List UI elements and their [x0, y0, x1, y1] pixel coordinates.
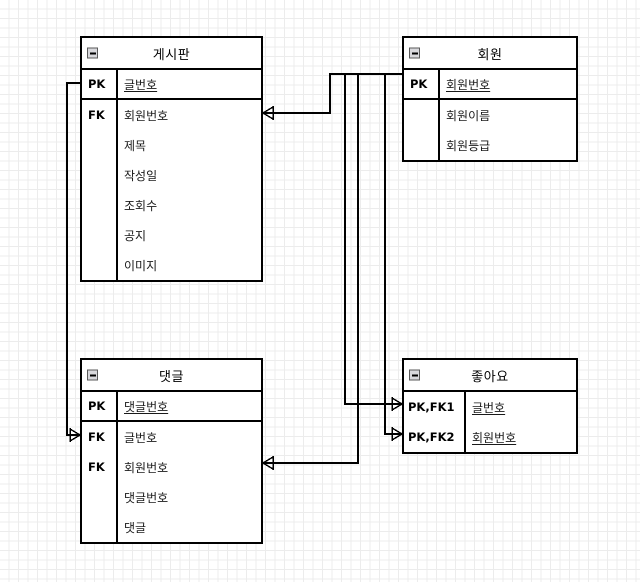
entity-board-title: 게시판 — [152, 47, 191, 63]
attribute-name: 회원이름 — [446, 108, 491, 123]
crowsfoot-member-like — [391, 427, 403, 441]
attribute-row[interactable]: PK,FK1 글번호 — [404, 392, 576, 422]
attribute-key: PK — [88, 77, 106, 91]
entity-member[interactable]: 회원 PK 회원번호 회원이름 회원등급 — [402, 36, 578, 162]
minus-box-icon[interactable] — [87, 369, 98, 381]
minus-box-icon[interactable] — [409, 47, 420, 59]
entity-like[interactable]: 좋아요 PK,FK1 글번호 PK,FK2 회원번호 — [402, 358, 578, 454]
entity-board[interactable]: 게시판 PK 글번호 FK 회원번호 제목 작성일 조회수 — [80, 36, 263, 282]
minus-box-icon[interactable] — [409, 369, 420, 381]
key-column-divider — [116, 70, 118, 280]
attribute-row[interactable]: 댓글번호 — [82, 482, 261, 512]
minus-box-icon[interactable] — [87, 47, 98, 59]
attribute-row[interactable]: 제목 — [82, 130, 261, 160]
entity-comment-title: 댓글 — [159, 369, 184, 385]
entity-comment-body: PK 댓글번호 FK 글번호 FK 회원번호 댓글번호 댓글 — [82, 392, 261, 542]
attribute-row[interactable]: 이미지 — [82, 250, 261, 280]
attribute-name: 이미지 — [124, 258, 158, 273]
attribute-key: PK — [88, 399, 106, 413]
attribute-name: 글번호 — [124, 430, 158, 445]
attribute-row[interactable]: 댓글 — [82, 512, 261, 542]
attribute-name: 댓글 — [124, 520, 147, 535]
attribute-name: 회원번호 — [472, 430, 517, 445]
attribute-name: 회원번호 — [124, 108, 169, 123]
attribute-row[interactable]: PK 회원번호 — [404, 70, 576, 100]
attribute-name: 조회수 — [124, 198, 158, 213]
attribute-row[interactable]: PK,FK2 회원번호 — [404, 422, 576, 452]
attribute-key: PK,FK2 — [408, 430, 455, 444]
key-column-divider — [464, 392, 466, 452]
entity-comment-header: 댓글 — [82, 360, 261, 392]
entity-comment[interactable]: 댓글 PK 댓글번호 FK 글번호 FK 회원번호 댓글번호 댓글 — [80, 358, 263, 544]
connector-board-comment — [66, 82, 80, 436]
crowsfoot-comment-member — [262, 456, 274, 470]
entity-like-title: 좋아요 — [471, 369, 509, 385]
attribute-row[interactable]: 공지 — [82, 220, 261, 250]
attribute-name: 글번호 — [124, 77, 158, 92]
connector-member-like — [384, 74, 402, 435]
attribute-name: 글번호 — [472, 400, 506, 415]
entity-board-header: 게시판 — [82, 38, 261, 70]
attribute-name: 작성일 — [124, 168, 158, 183]
attribute-row[interactable]: 작성일 — [82, 160, 261, 190]
entity-member-body: PK 회원번호 회원이름 회원등급 — [404, 70, 576, 160]
attribute-row[interactable]: FK 회원번호 — [82, 100, 261, 130]
attribute-key: PK,FK1 — [408, 400, 455, 414]
attribute-name: 회원등급 — [446, 138, 491, 153]
attribute-name: 제목 — [124, 138, 147, 153]
key-column-divider — [438, 70, 440, 160]
attribute-row[interactable]: PK 댓글번호 — [82, 392, 261, 422]
attribute-name: 댓글번호 — [124, 490, 169, 505]
attribute-row[interactable]: FK 회원번호 — [82, 452, 261, 482]
entity-member-title: 회원 — [477, 47, 503, 63]
connector-board-member — [263, 73, 402, 114]
attribute-name: 댓글번호 — [124, 399, 169, 414]
crowsfoot-board-comment — [69, 428, 81, 442]
crowsfoot-board-member — [262, 106, 274, 120]
attribute-key: PK — [410, 77, 428, 91]
connector-comment-member — [263, 73, 402, 464]
attribute-key: FK — [88, 430, 105, 444]
entity-like-body: PK,FK1 글번호 PK,FK2 회원번호 — [404, 392, 576, 452]
entity-like-header: 좋아요 — [404, 360, 576, 392]
entity-member-header: 회원 — [404, 38, 576, 70]
attribute-row[interactable]: FK 글번호 — [82, 422, 261, 452]
attribute-key: FK — [88, 460, 105, 474]
attribute-name: 회원번호 — [124, 460, 169, 475]
entity-board-body: PK 글번호 FK 회원번호 제목 작성일 조회수 공지 — [82, 70, 261, 280]
attribute-row[interactable]: 조회수 — [82, 190, 261, 220]
attribute-name: 회원번호 — [446, 77, 491, 92]
attribute-row[interactable]: 회원이름 — [404, 100, 576, 130]
attribute-key: FK — [88, 108, 105, 122]
attribute-row[interactable]: PK 글번호 — [82, 70, 261, 100]
connector-board-like — [344, 74, 402, 405]
crowsfoot-board-like — [391, 397, 403, 411]
key-column-divider — [116, 392, 118, 542]
attribute-name: 공지 — [124, 228, 147, 243]
attribute-row[interactable]: 회원등급 — [404, 130, 576, 160]
